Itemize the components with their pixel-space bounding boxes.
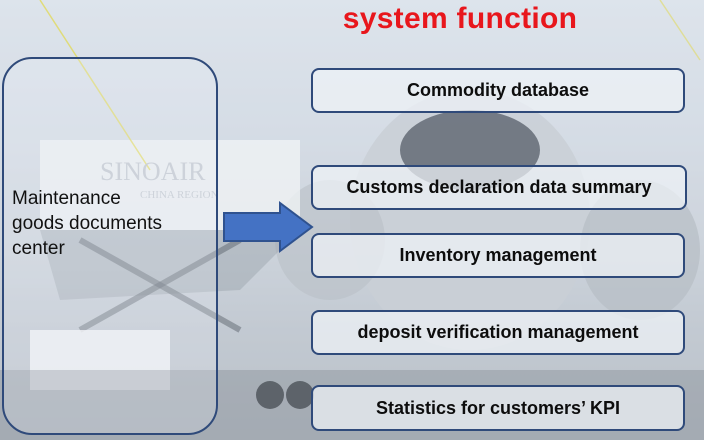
function-deposit-verification: deposit verification management <box>311 310 685 355</box>
background-watermark: SINOAIR <box>100 157 206 186</box>
function-customer-kpi-statistics: Statistics for customers’ KPI <box>311 385 685 431</box>
documents-center-label-line-3: center <box>12 238 65 259</box>
right-arrow-icon <box>223 201 314 253</box>
background-watermark-sub: CHINA REGION <box>140 189 219 201</box>
page-title: system function <box>342 2 578 35</box>
function-commodity-database: Commodity database <box>311 68 685 113</box>
function-customs-declaration-summary: Customs declaration data summary <box>311 165 687 210</box>
function-inventory-management: Inventory management <box>311 233 685 278</box>
documents-center-label: Maintenance goods documents center <box>12 186 212 261</box>
documents-center-label-line-2: goods documents <box>12 213 162 234</box>
documents-center-box <box>2 57 218 435</box>
documents-center-label-line-1: Maintenance <box>12 188 121 209</box>
